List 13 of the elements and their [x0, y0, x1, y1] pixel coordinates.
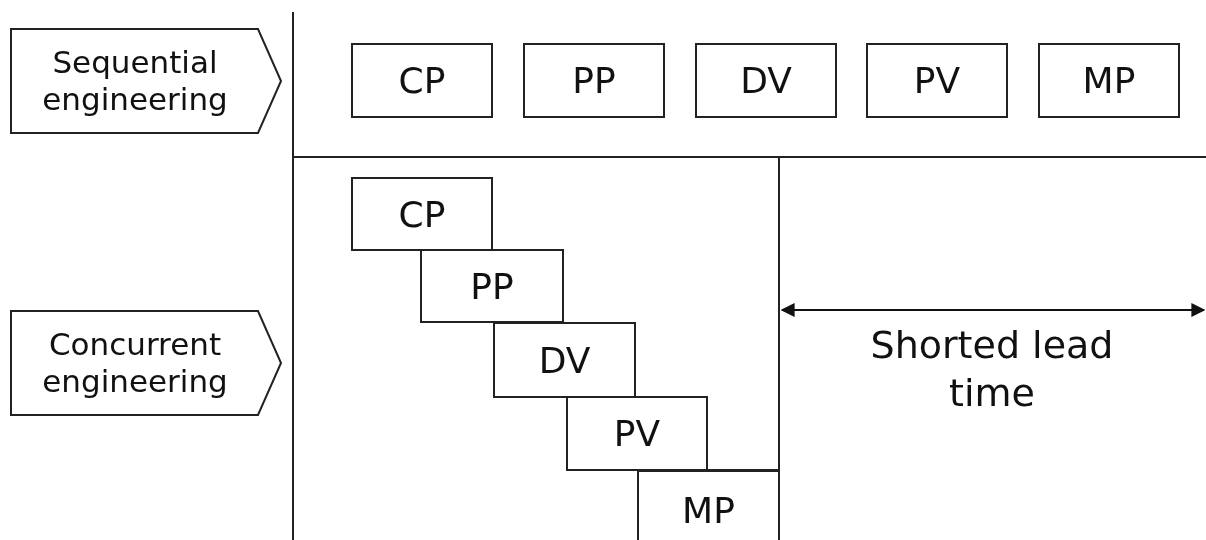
stage-box: PV	[566, 396, 708, 471]
stage-box: CP	[351, 177, 493, 251]
stage-box: DV	[695, 43, 837, 118]
stage-box: MP	[1038, 43, 1180, 118]
stage-box: PP	[420, 249, 564, 323]
stage-box: DV	[493, 322, 636, 398]
stage-box: PV	[866, 43, 1008, 118]
stage-box: MP	[637, 470, 780, 540]
row-label-arrow: Sequential engineering	[10, 28, 282, 134]
row-label-arrow: Concurrent engineering	[10, 310, 282, 416]
stage-box: CP	[351, 43, 493, 118]
stage-box: PP	[523, 43, 665, 118]
note-text: Shorted lead time	[869, 322, 1115, 417]
